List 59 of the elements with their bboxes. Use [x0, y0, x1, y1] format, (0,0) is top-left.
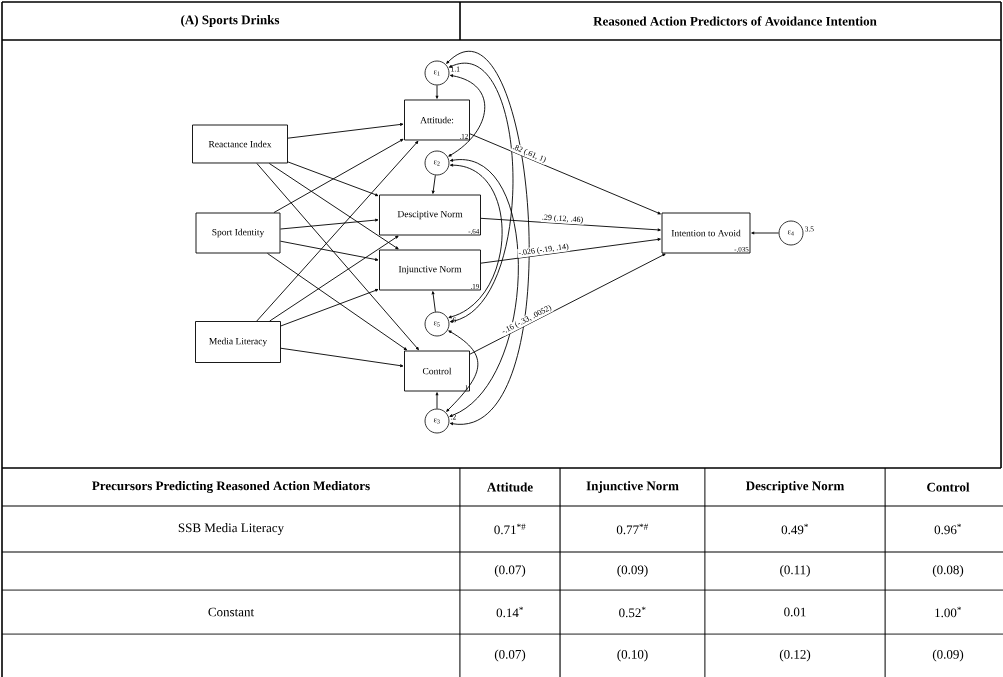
table-cell: 0.77$^{*#}$ [616, 523, 649, 535]
variable-box: Media Literacy [195, 321, 281, 363]
column-header: Descriptive Norm [745, 481, 845, 493]
arrow [480, 238, 661, 264]
arrow [280, 240, 379, 261]
arrow [480, 217, 661, 232]
arrow [435, 392, 439, 410]
arrow [431, 291, 436, 313]
column-header: (A) Sports Drinks [181, 15, 280, 27]
arrow [448, 163, 503, 319]
arrow [267, 253, 408, 351]
edge-label: .29 (.12, .46) [540, 213, 585, 225]
column-header: Precursors Predicting Reasoned Action Mediators [92, 481, 370, 493]
arrow [431, 174, 436, 194]
table-cell: (0.10) [617, 649, 648, 662]
table-cell: (0.12) [779, 649, 811, 662]
table-cell: 0.14$^{*}$ [496, 606, 523, 618]
edge-label: -.16 (-.33, .0052) [499, 303, 554, 337]
arrow [435, 84, 439, 99]
edge-label: -.026 (-.19, .14) [517, 242, 571, 258]
arrow [287, 161, 379, 197]
table-cell: Constant [208, 607, 255, 617]
arrow [446, 330, 479, 412]
arrow [280, 347, 404, 368]
edge-label: .82 (.61, 1) [510, 142, 548, 165]
column-header: Control [927, 482, 970, 492]
arrow [273, 138, 404, 213]
table-cell: 0.52$^{*}$ [619, 606, 646, 618]
arrow [446, 50, 530, 426]
table-cell: (0.08) [932, 565, 964, 577]
column-header: Injunctive Norm [586, 481, 679, 493]
table-cell: (0.11) [780, 565, 810, 577]
table-cell: (0.07) [494, 649, 526, 662]
arrow [449, 158, 519, 417]
table-cell: (0.09) [617, 565, 648, 577]
arrow [268, 163, 399, 250]
arrow [751, 231, 780, 235]
table-cell: 0.01 [784, 607, 806, 617]
table-cell: 0.49$^{*}$ [781, 523, 808, 535]
arrow [269, 235, 399, 322]
table-cell: 0.96$^{*}$ [934, 523, 961, 535]
arrow [256, 140, 419, 322]
column-header: Reasoned Action Predictors of Avoidance Intention [593, 16, 877, 26]
arrow [469, 253, 666, 355]
variable-box: Sport Identity [195, 212, 281, 254]
arrow [280, 289, 379, 327]
variable-box: Reactance Index [192, 124, 288, 164]
arrow [448, 74, 486, 157]
table-cell: 1.00$^{*}$ [935, 606, 961, 618]
table-cell: (0.07) [494, 565, 526, 577]
table-cell: 0.71$^{*#}$ [494, 523, 526, 535]
arrow [287, 123, 404, 139]
arrow [448, 63, 514, 323]
arrow [256, 163, 419, 351]
table-cell: SSB Media Literacy [178, 523, 285, 535]
table-cell: (0.09) [932, 649, 964, 662]
arrow [469, 133, 661, 215]
column-header: Attitude [487, 482, 533, 492]
arrow [280, 218, 379, 230]
